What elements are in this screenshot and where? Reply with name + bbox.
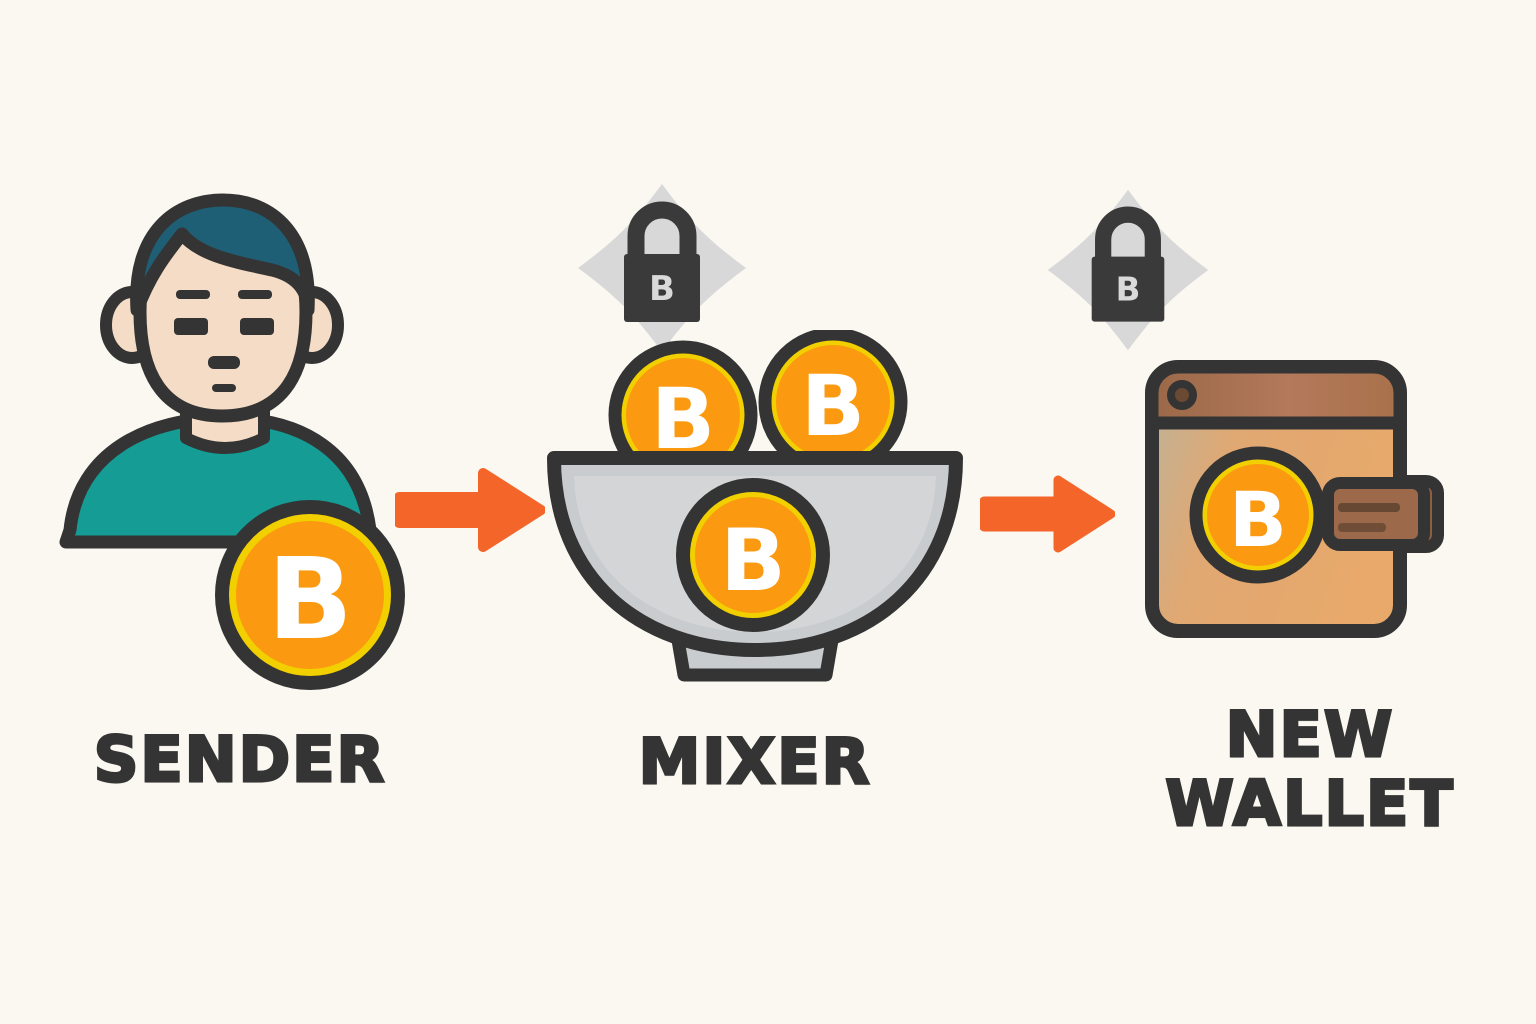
arrow-sender-to-mixer [394,465,546,555]
mixer-coin-left: B [608,340,758,490]
mixer-coin-front: B [676,478,830,632]
svg-text:B: B [720,511,786,611]
label-mixer: MIXER [637,725,872,798]
lock-badge: B [578,184,746,352]
wallet-stud [1167,380,1197,410]
coin-symbol: B [267,535,352,665]
sender-illustration [59,193,381,549]
wallet-bitcoin-coin: B [1189,446,1327,584]
lock-keyhole-symbol: B [649,269,675,309]
mixer-bowl-illustration: B B B [547,327,963,682]
lock-badge: B [1047,189,1209,351]
arrow-mixer-to-wallet [979,473,1116,555]
lock-keyhole-symbol: B [1116,271,1141,309]
arrow-right-icon [979,475,1116,553]
coin-symbol: B [1229,475,1287,564]
lock-over-wallet: B [1042,184,1214,356]
stage-mixer: B B B [540,327,970,700]
mixer-coin-right: B [758,327,908,477]
label-new-wallet: NEW WALLET [1164,698,1455,841]
wallet-flap [1145,360,1407,430]
lock-over-mixer: B [572,178,752,358]
label-sender: SENDER [92,723,387,796]
wallet-illustration: B [1145,360,1444,638]
sender-bitcoin-coin: B [215,500,405,690]
stage-new-wallet: B [1140,355,1460,655]
arrow-right-icon [394,468,546,552]
svg-text:B: B [801,357,865,455]
stage-sender: B [40,190,440,710]
